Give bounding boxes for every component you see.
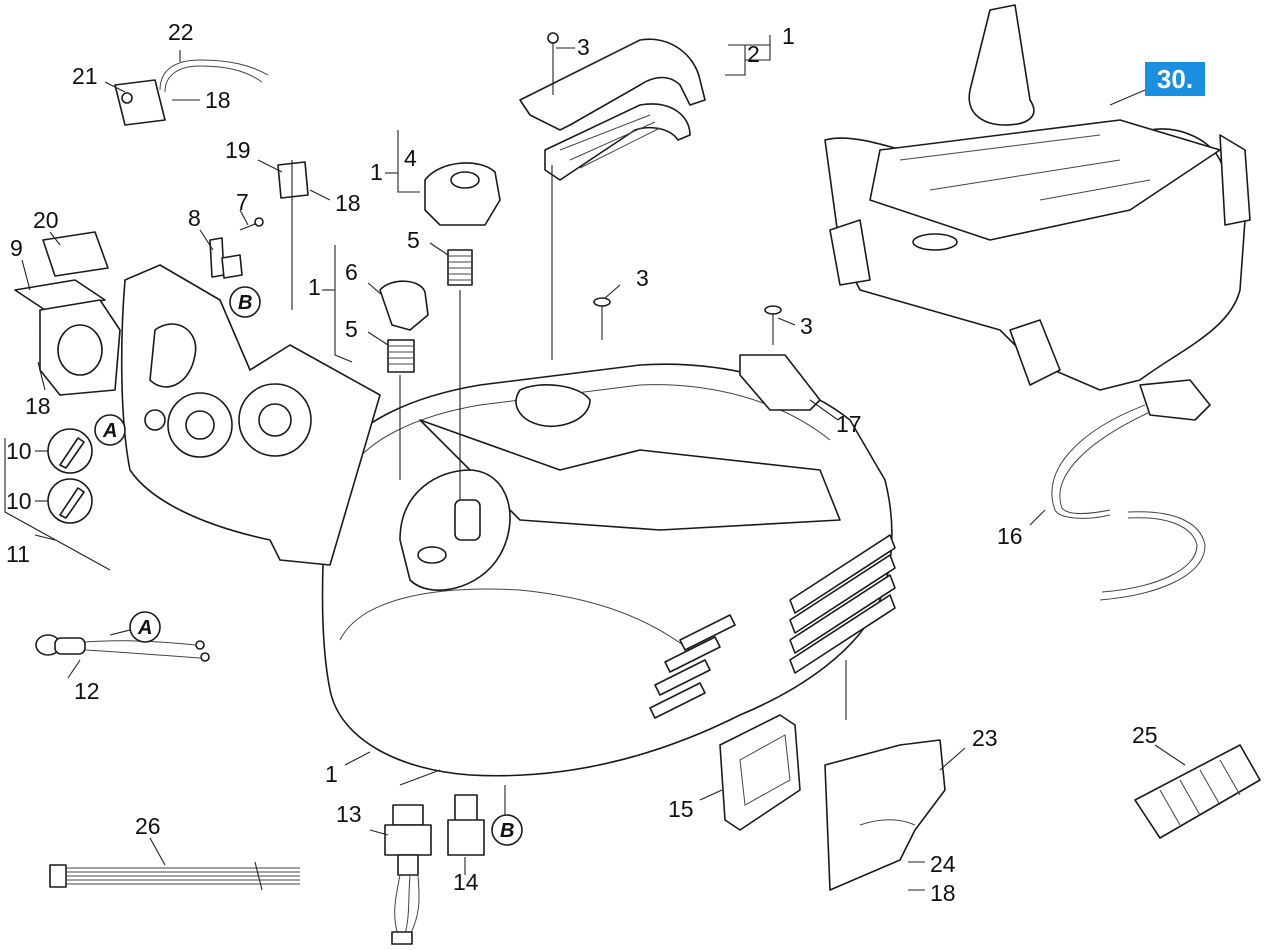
reference-markers: A A B B: [94, 286, 523, 846]
top-panel: [824, 4, 1251, 391]
label-19: 19: [225, 137, 251, 163]
marker-b-top: [229, 286, 261, 318]
handle-assembly: [519, 32, 706, 181]
label-strip: [1134, 744, 1261, 839]
label-2: 2: [747, 41, 760, 67]
label-1-housing: 1: [325, 761, 338, 787]
label-7: 7: [236, 189, 249, 215]
label-13: 13: [336, 801, 362, 827]
label-3-handle-screw: 3: [577, 34, 590, 60]
label-15: 15: [668, 796, 694, 822]
caps-and-springs: [379, 162, 501, 373]
assembly-number-badge: 30.: [1145, 62, 1205, 96]
marker-a-lamp-label: A: [137, 617, 152, 639]
label-5-lower: 5: [345, 316, 358, 342]
label-3-right: 3: [800, 313, 813, 339]
label-26: 26: [135, 813, 161, 839]
marker-a-lamp: [129, 611, 161, 643]
part-labels: 1 2 3 22 21 18 19 18 4 1 5 6 1 5 8 7 20 …: [6, 19, 1158, 906]
label-9: 9: [10, 235, 23, 261]
screws-bracket: [593, 297, 821, 411]
socket-cover: [14, 231, 121, 396]
label-1-knob: 1: [308, 274, 321, 300]
label-1-cap: 1: [370, 159, 383, 185]
label-22: 22: [168, 19, 194, 45]
label-25: 25: [1132, 722, 1158, 748]
label-6: 6: [345, 259, 358, 285]
label-16: 16: [997, 523, 1023, 549]
knobs: [47, 428, 93, 524]
label-1-handle: 1: [782, 23, 795, 49]
label-18-plate: 18: [335, 190, 361, 216]
label-18-socket: 18: [25, 393, 51, 419]
vent-slots: [649, 534, 896, 719]
small-parts: [114, 59, 309, 279]
label-20: 20: [33, 207, 59, 233]
marker-b-bottom-label: B: [500, 820, 514, 842]
label-12: 12: [74, 678, 100, 704]
bracket-part-23: [824, 739, 946, 891]
label-17: 17: [836, 411, 862, 437]
control-panel: [120, 264, 381, 566]
main-housing: [321, 363, 896, 777]
label-11: 11: [6, 541, 30, 567]
label-4: 4: [404, 145, 417, 171]
connectors: [384, 794, 485, 945]
label-10-lower: 10: [6, 488, 32, 514]
label-23: 23: [972, 725, 998, 751]
label-18-bottom: 18: [930, 880, 956, 906]
label-5-upper: 5: [407, 227, 420, 253]
label-21: 21: [72, 63, 98, 89]
label-14: 14: [453, 869, 479, 895]
indicator-lamp: [35, 634, 210, 662]
marker-b-top-label: B: [238, 292, 252, 314]
cover-part-15: [719, 714, 801, 831]
marker-b-bottom: [491, 814, 523, 846]
cable-harness: [49, 861, 300, 891]
label-8: 8: [188, 205, 201, 231]
label-10-upper: 10: [6, 438, 32, 464]
leader-lines: [4, 35, 1186, 891]
label-3-center: 3: [636, 265, 649, 291]
marker-a-left-label: A: [102, 420, 117, 442]
power-cord: [1051, 379, 1211, 601]
marker-a-left: [94, 414, 126, 446]
label-24: 24: [930, 851, 956, 877]
label-18-top: 18: [205, 87, 231, 113]
